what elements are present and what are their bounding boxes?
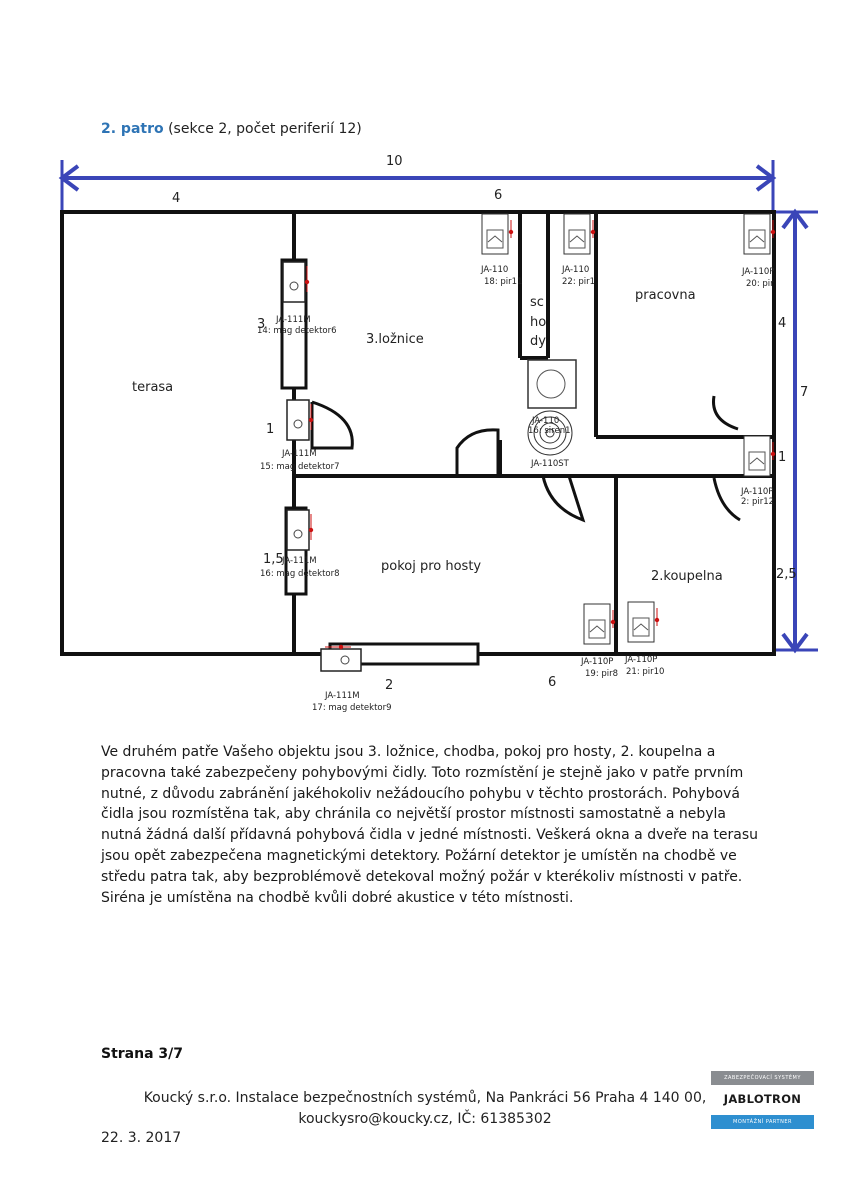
pir11-name: 18: pir11 <box>484 277 522 287</box>
mag-detector-icon <box>286 509 314 551</box>
heading-rest: (sekce 2, počet periferií 12) <box>163 121 362 137</box>
dim-bottom-right: 6 <box>548 675 556 690</box>
dim-total-width: 10 <box>386 154 403 169</box>
floor-plan: 10 4 6 7 4 1 2,5 2 6 3 1 1,5 terasa 3.lo… <box>58 154 818 713</box>
logo-bottom-text: MONTÁŽNÍ PARTNER <box>711 1115 814 1129</box>
mag9-name: 17: mag detektor9 <box>312 703 392 713</box>
room-schody-1: sc <box>530 295 544 310</box>
door-swings <box>310 395 741 523</box>
document-date: 22. 3. 2017 <box>101 1130 182 1146</box>
siren-name: 16: siren1 <box>528 426 571 436</box>
siren-icon <box>536 369 566 399</box>
pir-sensor-icon <box>743 435 776 477</box>
walls <box>60 210 776 656</box>
pir8-model: JA-110P <box>580 657 613 667</box>
pir11-model: JA-110 <box>480 265 508 275</box>
pir10-model: JA-110P <box>624 655 657 665</box>
dim-top-right: 6 <box>494 188 502 203</box>
section-heading: 2. patro (sekce 2, počet periferií 12) <box>101 121 362 137</box>
pir8-name: 19: pir8 <box>585 669 618 679</box>
logo-top-text: ZABEZPEČOVACÍ SYSTÉMY <box>711 1071 814 1085</box>
dim-mag-lower: 1,5 <box>263 552 284 567</box>
logo-brand: JABLOTRON <box>723 1092 802 1106</box>
jablotron-logo: ZABEZPEČOVACÍ SYSTÉMY JABLOTRON MONTÁŽNÍ… <box>711 1071 814 1133</box>
mag6-model: JA-111M <box>275 315 311 325</box>
pir-sensor-icon <box>627 601 660 643</box>
pir-sensor-icon <box>743 213 776 255</box>
pir10-name: 21: pir10 <box>626 667 664 677</box>
dim-right-total: 7 <box>800 385 808 400</box>
dim-mag-upper: 3 <box>257 317 265 332</box>
pir14-model: JA-110P <box>740 487 773 497</box>
room-loznice: 3.ložnice <box>366 332 424 347</box>
mag6-name: 14: mag detektor6 <box>257 326 337 336</box>
dim-bottom-left: 2 <box>385 678 393 693</box>
mag-detector-icon <box>320 644 362 672</box>
dimension-lines <box>58 160 818 654</box>
room-schody-3: dy <box>530 334 546 349</box>
mag-detector-icon <box>286 399 314 441</box>
room-pokoj: pokoj pro hosty <box>381 559 481 574</box>
pir-sensor-icon <box>583 603 616 645</box>
description-paragraph: Ve druhém patře Vašeho objektu jsou 3. l… <box>101 744 758 906</box>
mag9-model: JA-111M <box>324 691 360 701</box>
pir12-name: 22: pir1 <box>562 277 595 287</box>
mag7-model: JA-111M <box>281 449 317 459</box>
fire-model: JA-110ST <box>530 459 570 469</box>
pir13-model: JA-110P <box>741 267 774 277</box>
dim-right-lower: 2,5 <box>776 567 797 582</box>
footer-line-1: Koucký s.r.o. Instalace bezpečnostních s… <box>143 1090 707 1106</box>
heading-highlight: 2. patro <box>101 121 164 137</box>
pir-sensor-icon <box>563 213 596 255</box>
siren-box <box>527 359 577 409</box>
pir12-model: JA-110 <box>561 265 589 275</box>
dim-right-mid: 1 <box>778 450 786 465</box>
footer: Koucký s.r.o. Instalace bezpečnostních s… <box>100 1088 750 1130</box>
room-schody-2: ho <box>530 315 546 330</box>
mag7-name: 15: mag detektor7 <box>260 462 340 472</box>
room-pracovna: pracovna <box>635 288 696 303</box>
page-number: Strana 3/7 <box>101 1046 184 1062</box>
pir13-name: 20: pir <box>746 279 774 289</box>
mag8-name: 16: mag detektor8 <box>260 569 340 579</box>
footer-line-2: kouckysro@koucky.cz, IČ: 61385302 <box>298 1111 552 1127</box>
mag-detector-icon <box>282 261 310 303</box>
dim-top-left: 4 <box>172 191 180 206</box>
dim-right-upper: 4 <box>778 316 786 331</box>
pir14-name: 2: pir12 <box>741 497 774 507</box>
mag8-model: JA-111M <box>281 556 317 566</box>
room-koupelna: 2.koupelna <box>651 569 723 584</box>
dim-mag-mid: 1 <box>266 422 274 437</box>
siren-model: JA-110 <box>531 416 559 426</box>
fire-detector-icon <box>527 410 573 456</box>
room-terasa: terasa <box>132 380 173 395</box>
pir-sensor-icon <box>481 213 514 255</box>
